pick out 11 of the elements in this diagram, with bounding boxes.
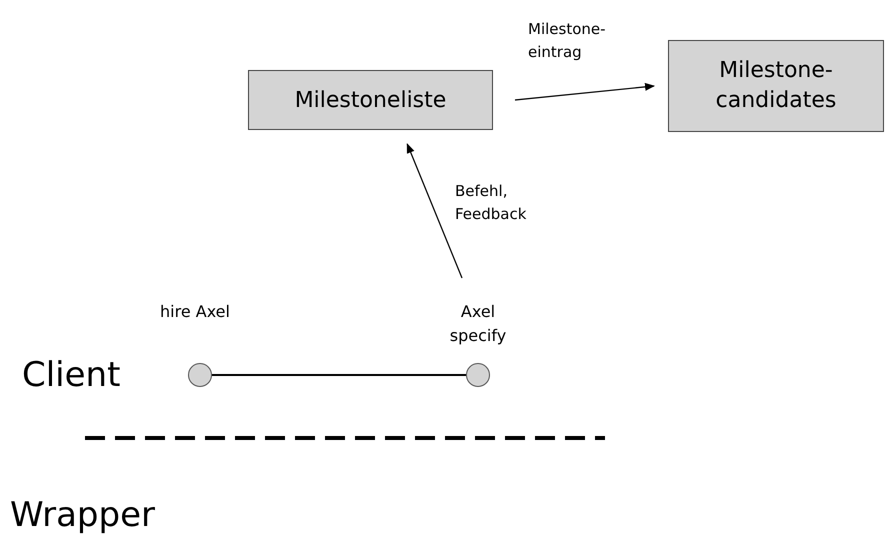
layer-label: Client [22,354,120,397]
arrow [514,82,655,101]
connector-line [212,374,466,376]
process-box [668,40,884,132]
node-caption: hire Axel [160,301,230,323]
arrow [406,143,463,278]
node-caption: Axel specify [448,301,508,347]
box-label: Milestone- candidates [714,57,838,115]
process-box [248,70,493,130]
box-label: Milestoneliste [294,86,448,114]
layer-label: Wrapper [10,494,155,537]
